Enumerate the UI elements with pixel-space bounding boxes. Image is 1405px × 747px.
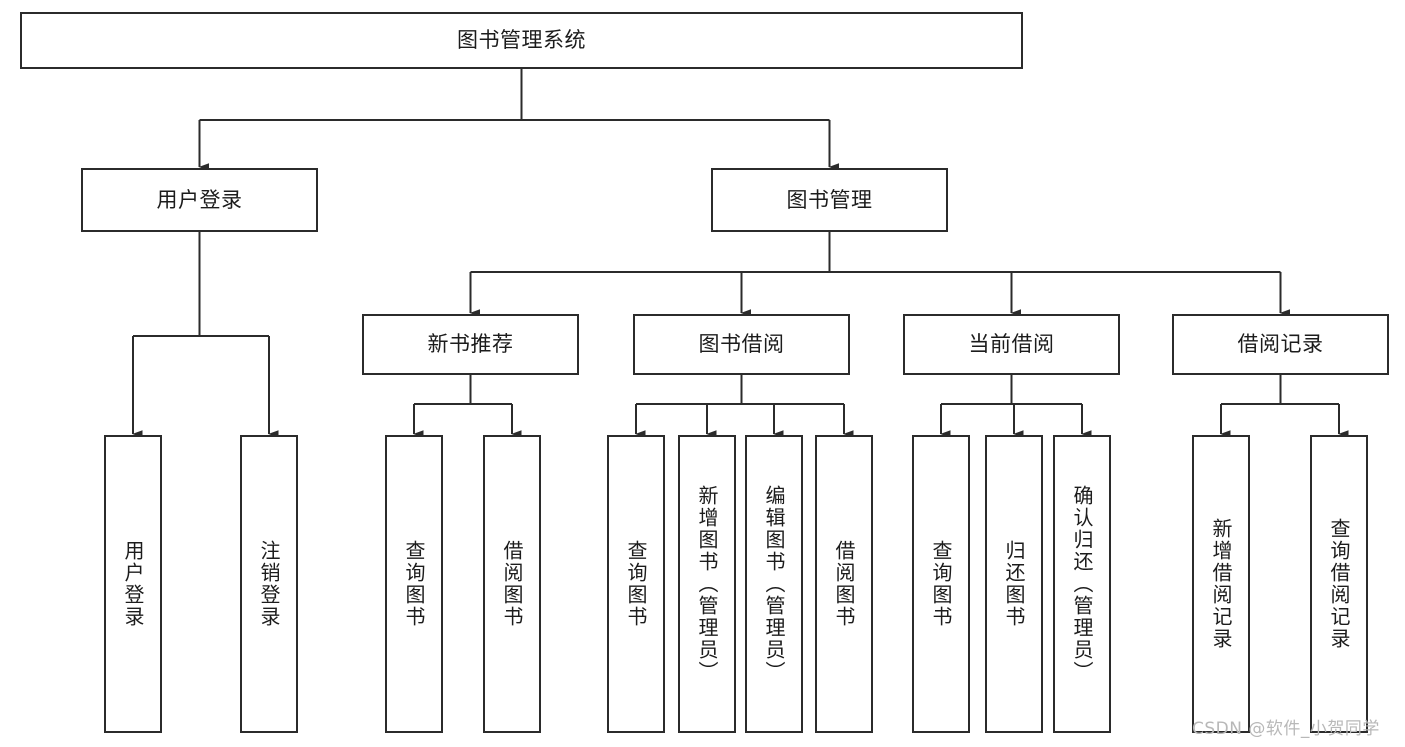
node-label: 图书管理系统	[457, 28, 586, 53]
node-label: 借阅图书	[832, 540, 856, 628]
node-leaf-cu-confirm[interactable]: 确认归还（管理员）	[1053, 435, 1111, 733]
node-leaf-bw-edit[interactable]: 编辑图书（管理员）	[745, 435, 803, 733]
node-login[interactable]: 用户登录	[81, 168, 318, 232]
node-borrow[interactable]: 图书借阅	[633, 314, 850, 375]
node-records[interactable]: 借阅记录	[1172, 314, 1389, 375]
node-leaf-rc-query[interactable]: 查询借阅记录	[1310, 435, 1368, 733]
node-current[interactable]: 当前借阅	[903, 314, 1120, 375]
node-leaf-bw-lend[interactable]: 借阅图书	[815, 435, 873, 733]
node-label: 新增图书（管理员）	[695, 485, 719, 683]
node-label: 查询图书	[624, 540, 648, 628]
node-label: 查询图书	[929, 540, 953, 628]
node-label: 编辑图书（管理员）	[762, 485, 786, 683]
node-leaf-nb-query[interactable]: 查询图书	[385, 435, 443, 733]
node-label: 用户登录	[156, 187, 243, 212]
node-label: 查询图书	[402, 540, 426, 628]
node-label: 图书管理	[786, 187, 873, 212]
node-label: 归还图书	[1002, 540, 1026, 628]
node-label: 确认归还（管理员）	[1070, 485, 1094, 683]
node-leaf-bw-add[interactable]: 新增图书（管理员）	[678, 435, 736, 733]
node-leaf-nb-borrow[interactable]: 借阅图书	[483, 435, 541, 733]
node-label: 注销登录	[257, 540, 281, 628]
node-root[interactable]: 图书管理系统	[20, 12, 1023, 69]
node-label: 当前借阅	[968, 332, 1055, 357]
connector-lines	[131, 69, 1349, 438]
node-label: 新增借阅记录	[1209, 518, 1233, 650]
node-leaf-logout[interactable]: 注销登录	[240, 435, 298, 733]
node-label: 查询借阅记录	[1327, 518, 1351, 650]
node-label: 借阅图书	[500, 540, 524, 628]
node-leaf-cu-return[interactable]: 归还图书	[985, 435, 1043, 733]
node-leaf-cu-query[interactable]: 查询图书	[912, 435, 970, 733]
node-leaf-bw-query[interactable]: 查询图书	[607, 435, 665, 733]
node-label: 图书借阅	[698, 332, 785, 357]
node-leaf-userlogin[interactable]: 用户登录	[104, 435, 162, 733]
node-label: 用户登录	[121, 540, 145, 628]
node-label: 借阅记录	[1237, 332, 1324, 357]
node-bookmgmt[interactable]: 图书管理	[711, 168, 948, 232]
node-newbook[interactable]: 新书推荐	[362, 314, 579, 375]
node-leaf-rc-add[interactable]: 新增借阅记录	[1192, 435, 1250, 733]
node-label: 新书推荐	[427, 332, 514, 357]
